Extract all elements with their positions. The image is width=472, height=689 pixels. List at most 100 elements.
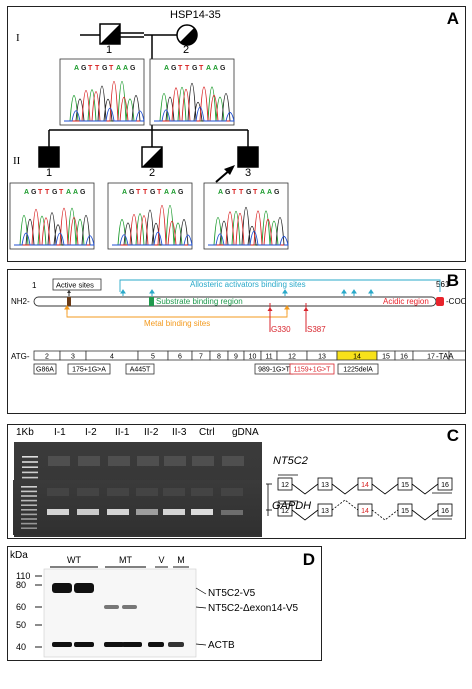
exon-full-label: 15	[401, 482, 409, 489]
variant-label: 1159+1G>T	[294, 367, 332, 374]
atg-label: ATG-	[11, 352, 30, 361]
variant-box	[125, 363, 155, 375]
ladder-band	[22, 456, 38, 458]
blot-band-actb	[148, 642, 164, 647]
sequence-base: A	[122, 189, 127, 196]
acidic-label: Acidic region	[383, 297, 429, 306]
exon-label-3: 3	[71, 354, 75, 361]
gel-band-upper	[222, 456, 244, 466]
generation-label-2: II	[13, 155, 21, 167]
ladder-band	[21, 509, 37, 511]
protein-start-number: 1	[32, 281, 37, 290]
sequence-base: G	[80, 189, 86, 196]
exon-label-4: 4	[110, 354, 114, 361]
sequence-base: G	[31, 189, 37, 196]
gel-band-upper	[77, 488, 99, 496]
gel-band-upper	[137, 456, 159, 466]
panel-a-letter: A	[446, 9, 459, 28]
exon-label-2: 2	[45, 354, 49, 361]
protein-end-number: 561	[436, 280, 450, 289]
gapdh-band	[77, 509, 99, 515]
blot-band-actb	[52, 642, 72, 647]
gel-band-upper	[136, 488, 158, 496]
taa-label: -TAA	[436, 352, 454, 361]
blot-band-dexon14	[122, 605, 137, 609]
sequence-base: A	[213, 65, 218, 72]
sequence-base: T	[136, 189, 141, 196]
exon-label-16: 16	[400, 354, 408, 361]
ladder-band	[22, 476, 38, 479]
lane-label: Ctrl	[199, 427, 215, 438]
exon-label-14: 14	[353, 354, 361, 361]
exon-full-label: 13	[321, 482, 329, 489]
lane-label: II-3	[172, 427, 187, 438]
variant-box	[289, 363, 335, 375]
exon-label-12: 12	[288, 354, 296, 361]
sequence-base: A	[206, 65, 211, 72]
band-label-dexon14: NT5C2-Δexon14-V5	[208, 603, 299, 614]
member-number-II-3: 3	[245, 167, 252, 179]
metal-site-arrows	[64, 305, 290, 314]
active-sites-label: Active sites	[56, 281, 94, 290]
ladder-band	[22, 471, 38, 474]
allosteric-label: Allosteric activators binding sites	[190, 280, 306, 289]
sequence-base: G	[150, 189, 156, 196]
exon-skip-box	[437, 503, 453, 517]
sequence-base: T	[88, 65, 93, 72]
sequence-base: T	[109, 65, 114, 72]
sequence-base: T	[185, 65, 190, 72]
blot-band-v5	[52, 583, 72, 593]
gapdh-band	[136, 509, 158, 515]
variant-label: 989-1G>T	[258, 367, 290, 374]
gene-nt5c2: NT5C2	[273, 455, 308, 467]
mw-marker-label: 80	[16, 580, 26, 590]
blot-band-dexon14	[104, 605, 119, 609]
member-number-II-2: 2	[149, 167, 156, 179]
gene-gapdh: GAPDH	[272, 500, 312, 512]
gel-band-upper	[221, 488, 243, 496]
sequence-base: T	[59, 189, 64, 196]
sequence-base: G	[225, 189, 231, 196]
ladder-band	[21, 518, 37, 520]
sequence-base: T	[232, 189, 237, 196]
sequence-base: G	[129, 189, 135, 196]
exon-skip-label: 15	[401, 508, 409, 515]
exon-label-5: 5	[151, 354, 155, 361]
exon-label-9: 9	[234, 354, 238, 361]
sequence-base: G	[81, 65, 87, 72]
exon-skip-label: 14	[361, 508, 369, 515]
gel-band-upper	[48, 456, 70, 466]
cooh-label: -COOH	[446, 297, 465, 306]
ladder-band	[21, 513, 37, 516]
variant-label: G86A	[36, 367, 54, 374]
sequence-base: A	[267, 189, 272, 196]
exon-label-11: 11	[265, 354, 272, 361]
exon-label-6: 6	[178, 354, 182, 361]
ladder-band	[22, 466, 38, 468]
mw-marker-label: 60	[16, 602, 26, 612]
blot-band-actb	[104, 642, 124, 647]
blot-band-actb	[168, 642, 184, 647]
blot-group-label: M	[177, 555, 185, 565]
sequence-base: A	[73, 189, 78, 196]
sequence-base: T	[143, 189, 148, 196]
lane-label: gDNA	[232, 427, 259, 438]
gapdh-band	[47, 509, 69, 515]
sequence-base: T	[253, 189, 258, 196]
gapdh-gel-bands	[21, 486, 243, 529]
exon-skip-label: 12	[281, 508, 289, 515]
pedigree-male-II-2	[141, 146, 163, 168]
pedigree-male-II-3	[237, 146, 259, 168]
metal-label: Metal binding sites	[144, 319, 210, 328]
exon-label-10: 10	[249, 354, 257, 361]
mw-marker-label: 110	[16, 571, 30, 581]
blot-band-actb	[74, 642, 94, 647]
sequence-base: A	[218, 189, 223, 196]
